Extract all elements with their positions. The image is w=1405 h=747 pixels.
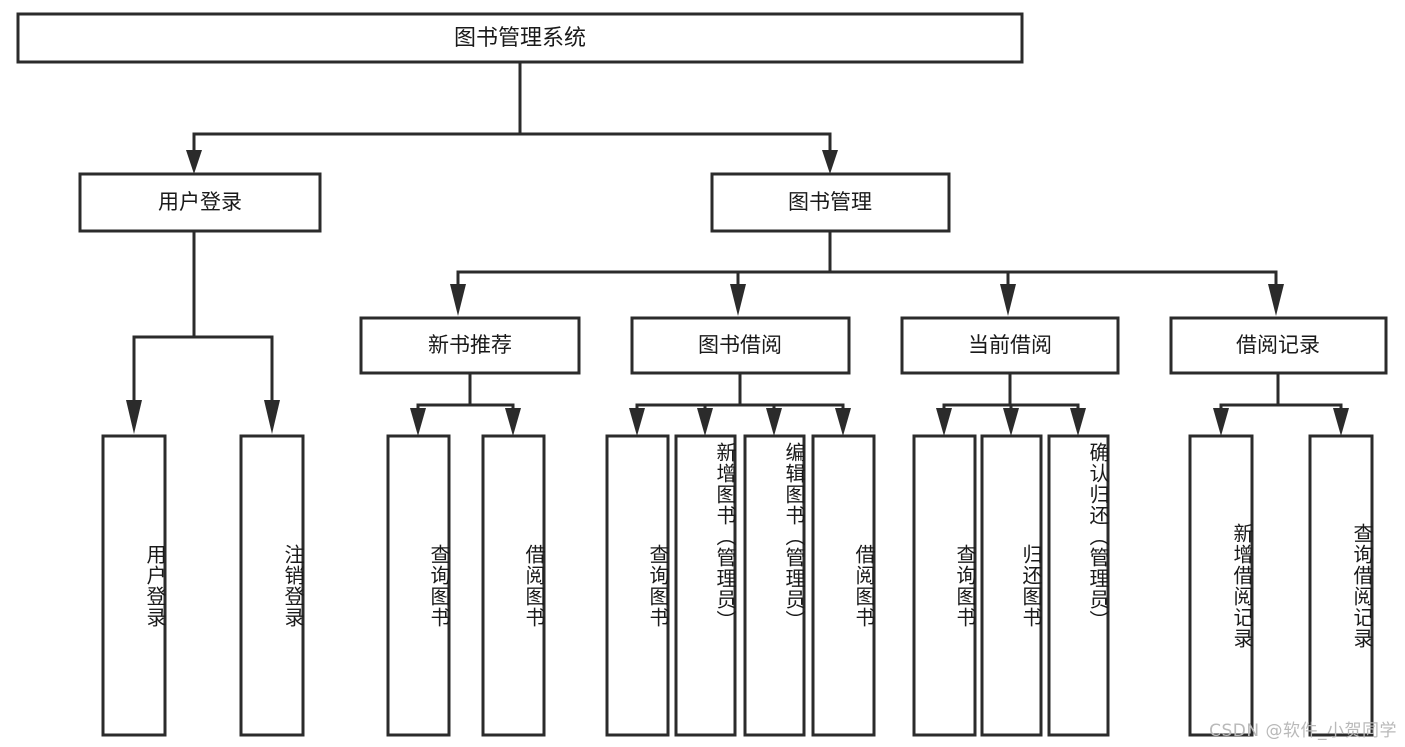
arrowhead-borrowrecord-leaf2 [1333, 408, 1349, 436]
node-root-box[interactable] [16, 12, 1024, 64]
arrowhead-borrowrecord-leaf1 [1213, 408, 1229, 436]
arrowhead-user-login [186, 150, 202, 174]
arrowhead-newbook-leaf1 [410, 408, 426, 436]
leaf-box-borrow-borrow-book[interactable] [811, 434, 876, 737]
leaf-box-record-add[interactable] [1188, 434, 1254, 737]
arrowhead-currentborrow-leaf1 [936, 408, 952, 436]
leaf-boxes-layer [101, 434, 1374, 737]
arrowhead-new-book [450, 284, 466, 316]
leaf-box-borrow-query-book[interactable] [605, 434, 670, 737]
arrowhead-leaf-logout [264, 400, 280, 434]
node-current-borrow-box[interactable] [900, 316, 1120, 375]
arrowhead-current-borrow [1000, 284, 1016, 316]
node-borrow-record-box[interactable] [1169, 316, 1388, 375]
node-borrow-record-label: 借阅记录 [1236, 333, 1320, 357]
arrowhead-newbook-leaf2 [505, 408, 521, 436]
arrowhead-bookborrow-leaf2 [697, 408, 713, 436]
leaf-box-current-query-book[interactable] [912, 434, 977, 737]
arrowhead-currentborrow-leaf2 [1003, 408, 1019, 436]
leaf-box-logout[interactable] [239, 434, 305, 737]
leaf-box-user-login[interactable] [101, 434, 167, 737]
node-book-borrow-label: 图书借阅 [698, 333, 782, 357]
leaf-box-current-confirm-return[interactable] [1047, 434, 1110, 737]
node-root-label: 图书管理系统 [454, 26, 586, 51]
arrowhead-book-manage [822, 150, 838, 174]
leaf-box-record-query[interactable] [1308, 434, 1374, 737]
node-new-book-recommend[interactable]: 新书推荐 [359, 316, 581, 375]
arrowhead-bookborrow-leaf4 [835, 408, 851, 436]
node-book-borrow-box[interactable] [630, 316, 851, 375]
node-new-book-recommend-label: 新书推荐 [428, 333, 512, 357]
arrowhead-bookborrow-leaf1 [629, 408, 645, 436]
node-book-manage-box[interactable] [710, 172, 951, 233]
arrowhead-book-borrow [730, 284, 746, 316]
leaf-box-current-return-book[interactable] [980, 434, 1043, 737]
csdn-watermark: CSDN @软件_小贺同学 [1209, 721, 1397, 741]
node-user-login-box[interactable] [78, 172, 322, 233]
node-current-borrow-label: 当前借阅 [968, 333, 1052, 357]
arrowhead-leaf-user-login [126, 400, 142, 434]
node-user-login-label: 用户登录 [158, 190, 242, 214]
arrowhead-borrow-record [1268, 284, 1284, 316]
node-root[interactable]: 图书管理系统 [16, 12, 1024, 64]
arrowhead-currentborrow-leaf3 [1070, 408, 1086, 436]
node-book-borrow[interactable]: 图书借阅 [630, 316, 851, 375]
node-user-login[interactable]: 用户登录 [78, 172, 322, 233]
node-book-manage[interactable]: 图书管理 [710, 172, 951, 233]
node-book-manage-label: 图书管理 [788, 190, 872, 214]
node-current-borrow[interactable]: 当前借阅 [900, 316, 1120, 375]
leaf-box-borrow-add-book[interactable] [674, 434, 737, 737]
node-new-book-recommend-box[interactable] [359, 316, 581, 375]
leaf-box-newbook-borrow-book[interactable] [481, 434, 546, 737]
leaf-box-newbook-query-book[interactable] [386, 434, 451, 737]
connectors-layer [126, 60, 1349, 436]
arrowhead-bookborrow-leaf3 [766, 408, 782, 436]
node-borrow-record[interactable]: 借阅记录 [1169, 316, 1388, 375]
leaf-box-borrow-edit-book[interactable] [743, 434, 806, 737]
